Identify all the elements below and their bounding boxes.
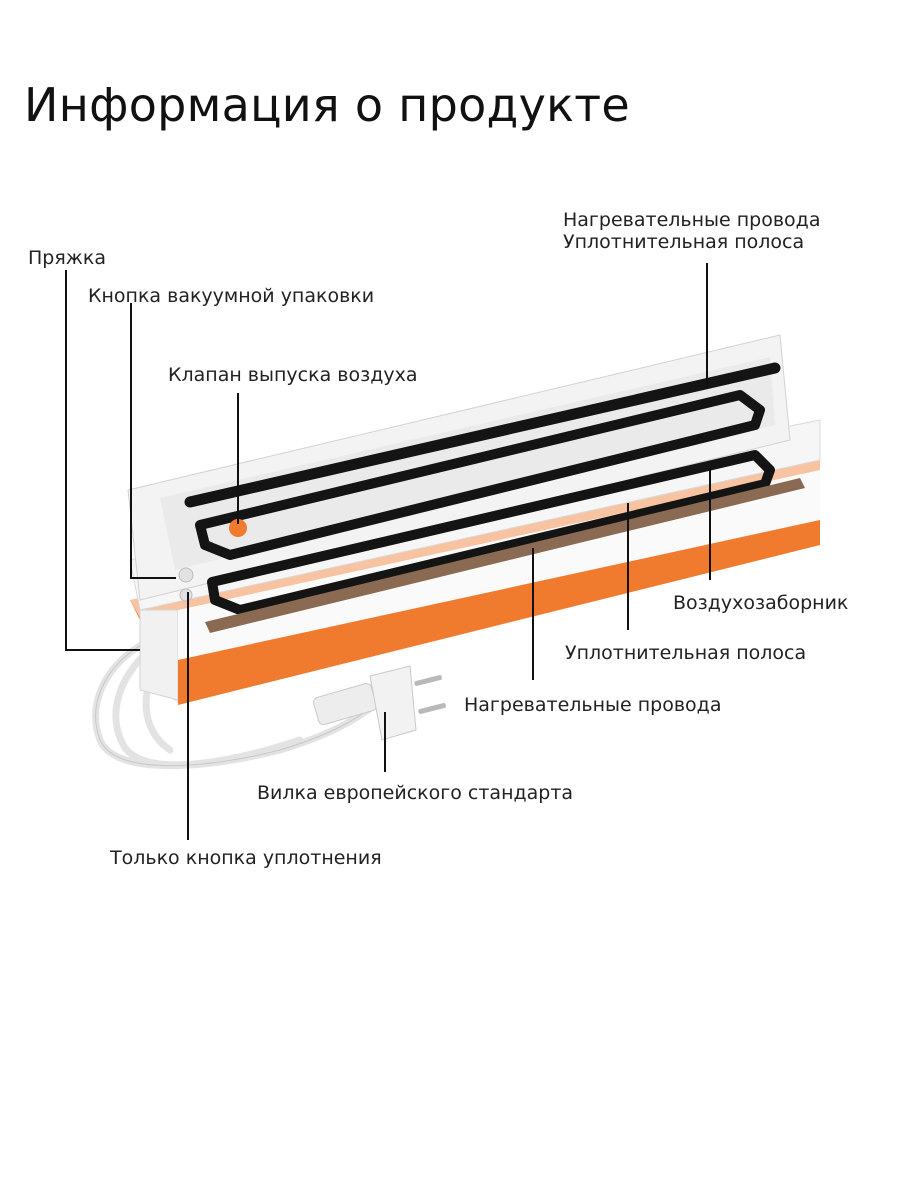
label-eu-plug: Вилка европейского стандарта <box>257 782 574 804</box>
label-air-intake: Воздухозаборник <box>673 592 849 614</box>
lid-gasket <box>195 390 765 560</box>
leader-buckle <box>65 270 140 651</box>
eu-plug-icon <box>312 665 446 741</box>
label-seal-only-button: Только кнопка уплотнения <box>110 847 382 869</box>
heating-strip <box>205 478 805 633</box>
label-heating-wires-bottom: Нагревательные провода <box>464 694 722 716</box>
power-cord-outline <box>95 639 376 767</box>
label-buckle: Пряжка <box>28 247 107 269</box>
label-sealing-strip-bottom: Уплотнительная полоса <box>565 642 807 664</box>
heating-wire-top <box>184 362 781 508</box>
vacuum-button-icon <box>179 588 193 602</box>
label-heating-wires-top: Нагревательные провода <box>563 209 821 231</box>
leader-lines <box>65 263 711 840</box>
page-title: Информация о продукте <box>24 78 630 132</box>
label-air-release-valve: Клапан выпуска воздуха <box>168 364 418 386</box>
leader-vacuum-button <box>130 303 176 579</box>
label-vacuum-button: Кнопка вакуумной упаковки <box>88 285 375 307</box>
air-release-valve-icon <box>229 519 247 537</box>
label-sealing-strip-top: Уплотнительная полоса <box>563 231 805 253</box>
base-gasket <box>207 450 775 615</box>
seal-button-icon <box>178 567 194 583</box>
